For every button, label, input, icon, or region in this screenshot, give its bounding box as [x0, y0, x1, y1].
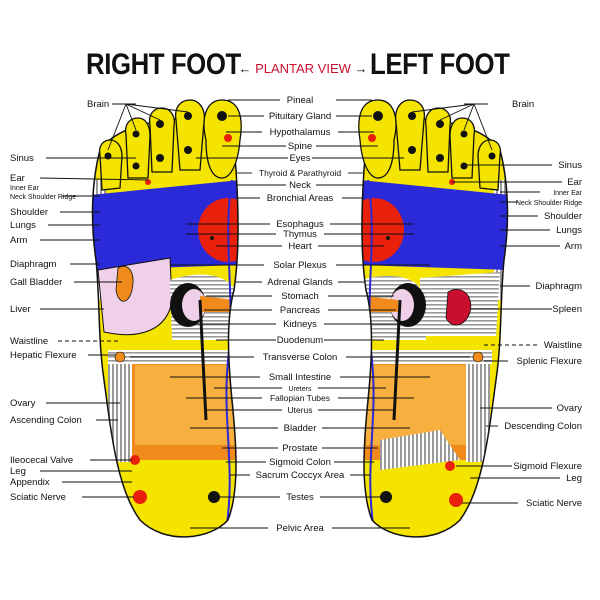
- label-inner-ear-r: Inner Ear: [10, 185, 39, 192]
- label-pineal: Pineal: [287, 95, 313, 106]
- label-leg-l: Leg: [566, 473, 582, 484]
- label-bladder: Bladder: [284, 423, 317, 434]
- arrow-left-icon: ←: [238, 61, 252, 76]
- label-sciatic-nerve-r: Sciatic Nerve: [10, 492, 66, 503]
- label-ileocecal-valve: Ileocecal Valve: [10, 455, 73, 466]
- label-waistline-r: Waistline: [10, 336, 48, 347]
- label-pituitary-gland: Pituitary Gland: [269, 111, 331, 122]
- label-descending-colon: Descending Colon: [504, 421, 582, 432]
- right-foot-toes: [98, 99, 242, 191]
- label-hypothalamus: Hypothalamus: [270, 127, 331, 138]
- label-stomach: Stomach: [281, 291, 319, 302]
- label-ascending-colon: Ascending Colon: [10, 415, 82, 426]
- label-gall-bladder: Gall Bladder: [10, 277, 62, 288]
- label-sinus-l: Sinus: [558, 160, 582, 171]
- label-arm-r: Arm: [10, 235, 28, 246]
- label-lungs-l: Lungs: [556, 225, 582, 236]
- label-fallopian-tubes: Fallopian Tubes: [270, 393, 330, 403]
- left-foot-labels: Brain Sinus Ear Inner Ear Neck Shoulder …: [504, 99, 582, 509]
- label-spine: Spine: [288, 141, 312, 152]
- label-diaphragm-l: Diaphragm: [536, 281, 583, 292]
- label-neck: Neck: [289, 180, 311, 191]
- label-thyroid-parathyroid: Thyroid & Parathyroid: [259, 168, 341, 178]
- label-shoulder-r: Shoulder: [10, 207, 48, 218]
- label-pelvic-area: Pelvic Area: [276, 523, 324, 534]
- label-bronchial-areas: Bronchial Areas: [267, 193, 334, 204]
- center-labels: Pineal Pituitary Gland Hypothalamus Spin…: [256, 95, 345, 534]
- label-thymus: Thymus: [283, 229, 317, 240]
- label-sigmoid-flexure: Sigmoid Flexure: [513, 461, 582, 472]
- label-sciatic-nerve-l: Sciatic Nerve: [526, 498, 582, 509]
- label-shoulder-l: Shoulder: [544, 211, 582, 222]
- label-eyes: Eyes: [289, 153, 310, 164]
- leader-lines: [39, 99, 562, 529]
- label-ovary-l: Ovary: [557, 403, 583, 414]
- label-uterus: Uterus: [287, 405, 312, 415]
- left-foot-points: [368, 111, 496, 240]
- label-diaphragm-r: Diaphragm: [10, 259, 57, 270]
- label-hepatic-flexure: Hepatic Flexure: [10, 350, 77, 361]
- label-splenic-flexure: Splenic Flexure: [517, 356, 582, 367]
- title-right-foot: RIGHT FOOT: [86, 48, 241, 81]
- label-brain-l: Brain: [512, 99, 534, 110]
- label-small-intestine: Small Intestine: [269, 372, 331, 383]
- label-ear-r: Ear: [10, 173, 25, 184]
- left-foot: [358, 99, 509, 538]
- label-transverse-colon: Transverse Colon: [263, 352, 338, 363]
- right-foot-points: [104, 111, 232, 240]
- label-duodenum: Duodenum: [277, 335, 324, 346]
- plantar-view-label: PLANTAR VIEW: [255, 61, 351, 76]
- label-kidneys: Kidneys: [283, 319, 317, 330]
- label-neck-shoulder-ridge-r: Neck Shoulder Ridge: [10, 194, 76, 201]
- label-brain-r: Brain: [87, 99, 109, 110]
- label-ureters: Ureters: [289, 386, 312, 393]
- label-prostate: Prostate: [282, 443, 317, 454]
- label-liver: Liver: [10, 304, 31, 315]
- label-sinus-r: Sinus: [10, 153, 34, 164]
- left-foot-toes: [358, 99, 502, 191]
- label-solar-plexus: Solar Plexus: [273, 260, 327, 271]
- label-adrenal-glands: Adrenal Glands: [267, 277, 333, 288]
- label-testes: Testes: [286, 492, 314, 503]
- label-ovary-r: Ovary: [10, 398, 36, 409]
- label-inner-ear-l: Inner Ear: [553, 190, 582, 197]
- arrow-right-icon: →: [354, 61, 368, 76]
- label-pancreas: Pancreas: [280, 305, 320, 316]
- label-esophagus: Esophagus: [276, 219, 324, 230]
- right-foot: [91, 99, 242, 538]
- label-appendix: Appendix: [10, 477, 50, 488]
- label-arm-l: Arm: [565, 241, 583, 252]
- label-sigmoid-colon: Sigmoid Colon: [269, 457, 331, 468]
- title-left-foot: LEFT FOOT: [370, 48, 510, 81]
- right-foot-labels: Brain Sinus Ear Inner Ear Neck Shoulder …: [10, 99, 109, 503]
- label-ear-l: Ear: [567, 177, 582, 188]
- label-neck-shoulder-ridge-l: Neck Shoulder Ridge: [516, 200, 582, 207]
- label-sacrum-coccyx-area: Sacrum Coccyx Area: [256, 470, 345, 481]
- label-heart: Heart: [288, 241, 312, 252]
- label-waistline-l: Waistline: [544, 340, 582, 351]
- title-plantar-view: ← PLANTAR VIEW →: [238, 61, 368, 76]
- label-spleen: Spleen: [552, 304, 582, 315]
- label-leg-r: Leg: [10, 466, 26, 477]
- label-lungs-r: Lungs: [10, 220, 36, 231]
